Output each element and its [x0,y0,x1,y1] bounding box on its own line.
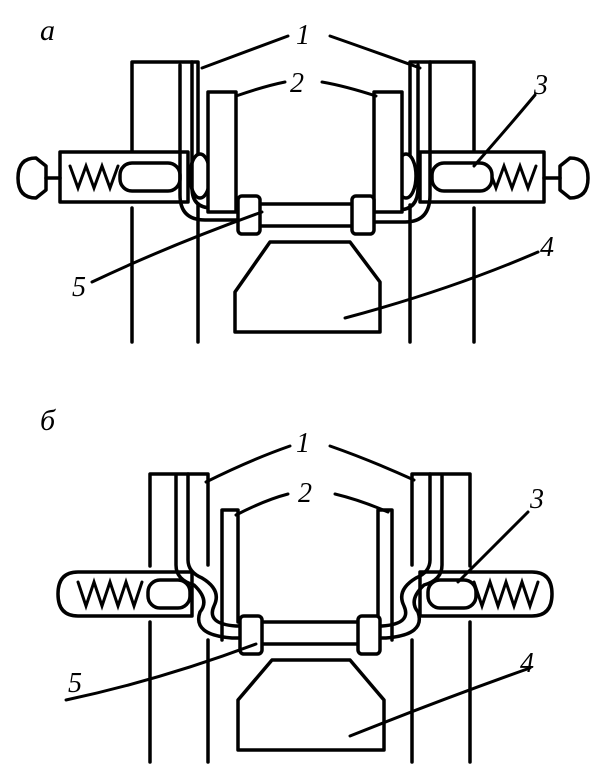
label-3: 3 [529,484,544,515]
inner-stop-right [372,90,404,214]
label-2: 2 [298,478,312,509]
inner-stop-right [376,508,394,642]
label-1: 1 [296,20,310,51]
label-4: 4 [520,648,534,679]
right-bolt-assembly [418,570,554,618]
label-2: 2 [290,68,304,99]
right-post [408,60,476,344]
label-3: 3 [533,70,548,101]
label-4: 4 [540,232,554,263]
lever-1-left-arm [174,472,257,640]
crossbar-5 [238,614,382,656]
lever-1-right-arm [360,472,444,640]
panel-a-diagram: а [16,14,590,344]
panel-letter: б [40,404,56,437]
label-1: 1 [296,428,310,459]
left-post [130,60,200,344]
left-bolt-assembly [56,570,194,618]
label-5: 5 [72,272,86,303]
left-bolt-assembly [16,150,212,204]
inner-stop-left [206,90,238,214]
right-post [410,472,472,764]
block-4 [236,658,386,752]
panel-b-diagram: б [40,404,554,764]
label-5: 5 [68,668,82,699]
panel-letter: а [40,14,55,47]
inner-stop-left [220,508,240,642]
right-bolt-assembly [394,150,590,204]
block-4 [233,240,382,334]
crossbar-5 [236,194,376,236]
